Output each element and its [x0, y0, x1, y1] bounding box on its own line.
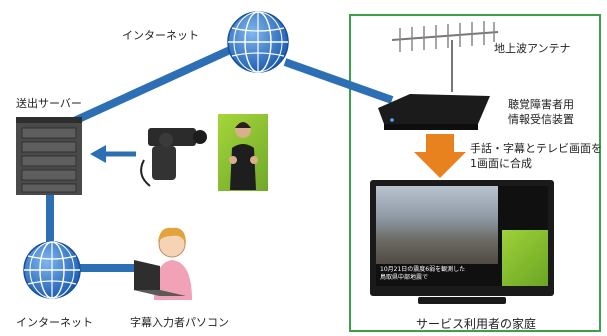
internet-globe-bottom-icon — [23, 241, 81, 299]
tv-signer-inset — [502, 230, 548, 286]
tv-screen: 10月21日の震度6弱を観測した 鳥取県中部地震で — [376, 186, 548, 286]
label-compose-line2: 1画面に合成 — [470, 157, 532, 170]
home-box — [349, 14, 601, 332]
camera-to-server-arrow — [90, 145, 136, 163]
television: 10月21日の震度6弱を観測した 鳥取県中部地震で — [370, 180, 554, 296]
tv-caption: 10月21日の震度6弱を観測した 鳥取県中部地震で — [380, 264, 494, 286]
tv-caption-line2: 鳥取県中部地震で — [380, 274, 429, 281]
label-internet-top: インターネット — [122, 29, 199, 42]
receiver-device-icon — [378, 94, 490, 130]
label-compose-line1: 手話・字幕とテレビ画面を — [470, 142, 602, 155]
label-antenna: 地上波アンテナ — [494, 42, 571, 55]
line-internet-top-to-receiver — [283, 58, 394, 104]
line-server-to-internet-top — [70, 46, 232, 126]
connection-lines — [46, 46, 394, 272]
tv-stand — [418, 297, 506, 304]
camera-operator-icon — [140, 128, 207, 187]
label-receiver-line2: 情報受信装置 — [508, 113, 574, 126]
internet-globe-top-icon — [227, 11, 289, 73]
label-receiver-line1: 聴覚障害者用 — [508, 98, 574, 111]
signer-figure-icon — [229, 122, 258, 190]
tv-caption-line1: 10月21日の震度6弱を観測した — [380, 266, 466, 273]
label-server: 送出サーバー — [16, 97, 82, 110]
label-internet-bottom: インターネット — [16, 316, 93, 329]
compose-arrow — [414, 134, 466, 178]
label-home: サービス利用者の家庭 — [416, 317, 537, 331]
laptop-icon — [134, 260, 186, 296]
antenna-icon — [391, 21, 499, 92]
server-rack-icon — [16, 117, 82, 195]
caption-typist-icon — [154, 227, 192, 300]
label-caption-pc: 字幕入力者パソコン — [130, 316, 229, 329]
tv-news-video — [376, 186, 498, 264]
